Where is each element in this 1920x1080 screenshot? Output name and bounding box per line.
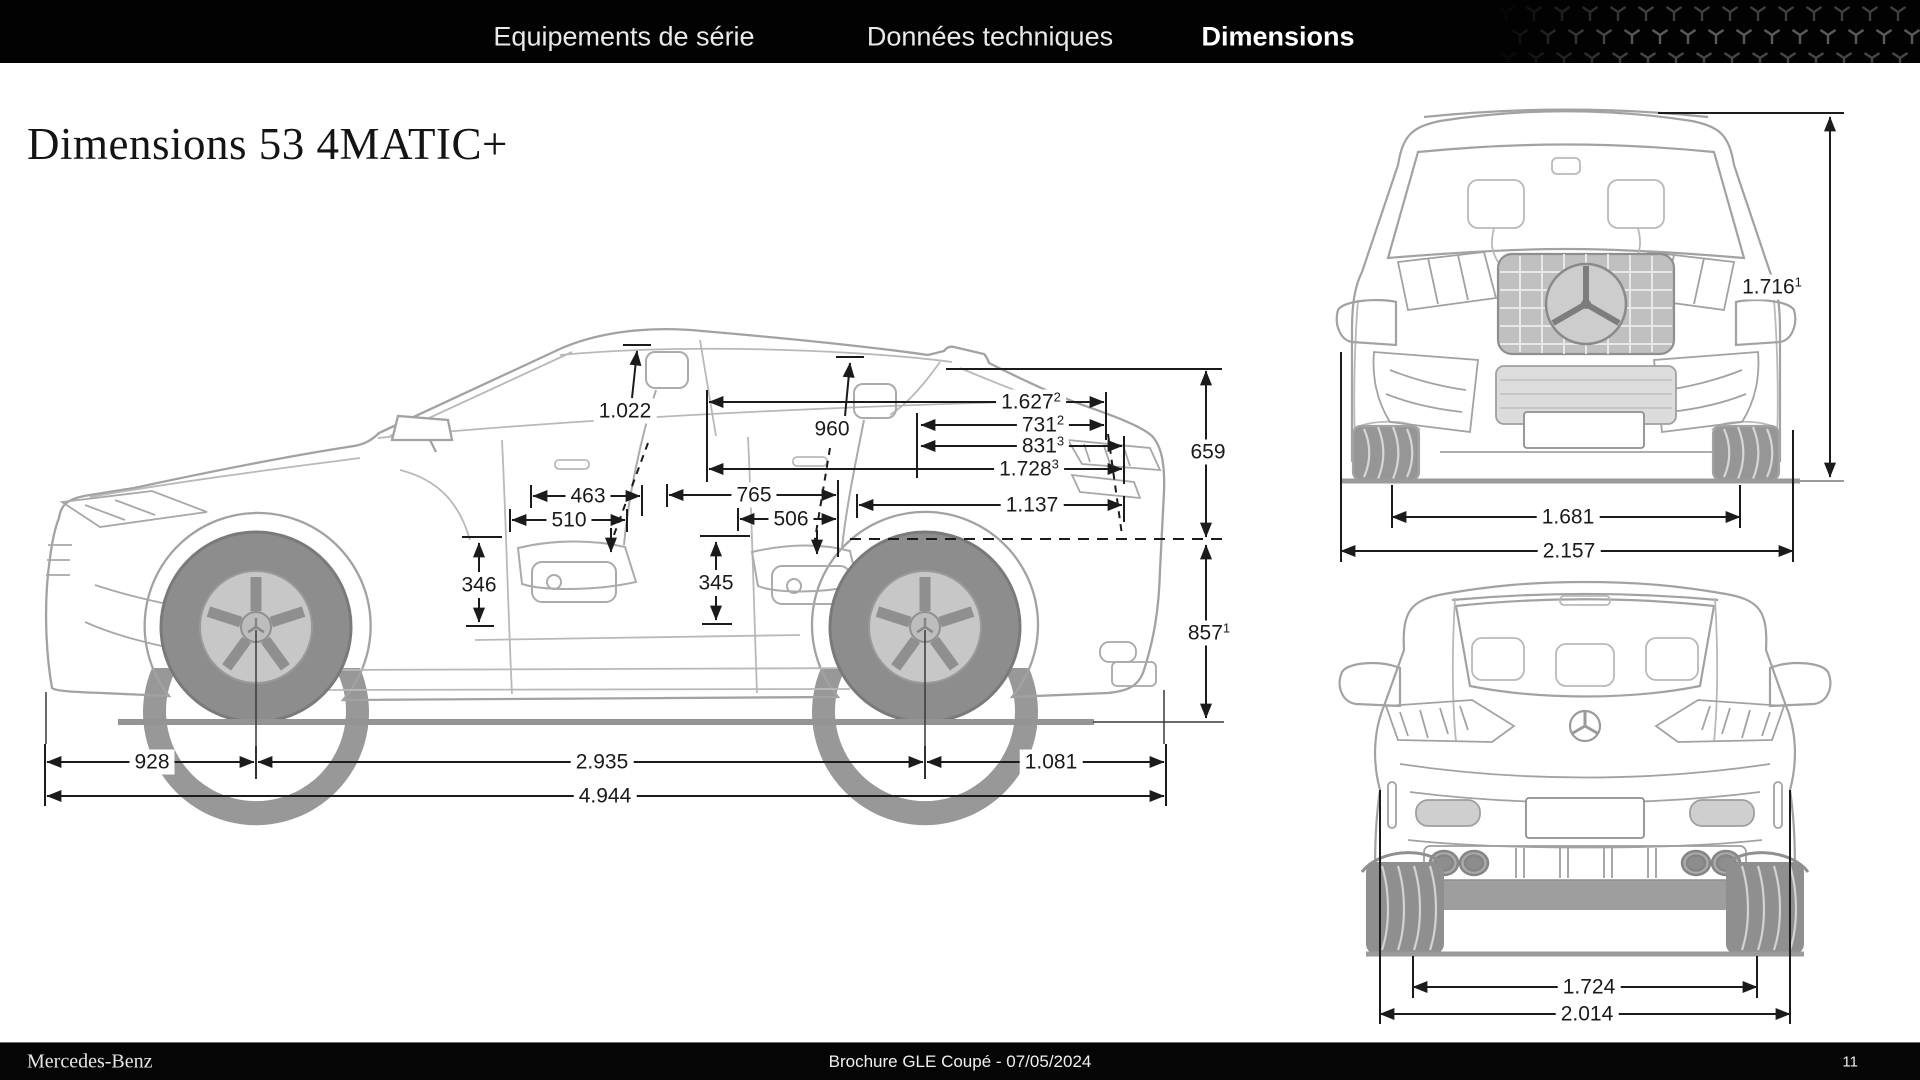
pattern-fade — [1478, 0, 1638, 63]
side-mirror — [390, 414, 454, 453]
footer-bar: Mercedes-Benz Brochure GLE Coupé - 07/05… — [0, 1042, 1920, 1080]
dim-label-1716: 1.7161 — [1737, 274, 1807, 300]
dim-label-928: 928 — [129, 749, 175, 775]
rear-license-plate — [1525, 797, 1645, 839]
wheel-arches — [142, 668, 1038, 826]
dim-label-1681: 1.681 — [1536, 504, 1600, 530]
dim-label-1728: 1.7283 — [994, 456, 1064, 482]
tab-equipements[interactable]: Equipements de série — [493, 21, 755, 52]
dim-label-506: 506 — [768, 506, 814, 532]
front-left-tire — [1351, 424, 1421, 482]
dim-label-346: 346 — [456, 572, 502, 598]
windshield — [1386, 143, 1746, 260]
rear-window — [1454, 598, 1716, 698]
front-license-plate — [1523, 411, 1645, 449]
front-seat — [516, 351, 689, 603]
dim-label-960: 960 — [809, 416, 855, 442]
brand-wordmark: Mercedes-Benz — [27, 1050, 153, 1073]
ground-lines — [118, 478, 1844, 957]
dim-label-2157: 2.157 — [1537, 538, 1601, 564]
top-nav-bar: Equipements de série Données techniques … — [0, 0, 1920, 63]
tab-donnees-techniques[interactable]: Données techniques — [866, 21, 1114, 52]
exhaust-tips — [1428, 849, 1742, 877]
front-view-car — [1335, 108, 1797, 482]
dim-label-765: 765 — [731, 482, 777, 508]
dim-label-831: 8313 — [1016, 433, 1070, 459]
page-title: Dimensions 53 4MATIC+ — [27, 119, 508, 170]
rear-mirrors — [1338, 661, 1832, 708]
dim-label-659: 659 — [1185, 439, 1231, 465]
dim-label-1724: 1.724 — [1557, 974, 1621, 1000]
tab-dimensions[interactable]: Dimensions — [1201, 21, 1355, 52]
dim-label-1081: 1.081 — [1019, 749, 1083, 775]
rear-tires — [1360, 851, 1810, 954]
dim-label-2935: 2.935 — [570, 749, 634, 775]
underbody — [1396, 880, 1774, 910]
dim-label-2014: 2.014 — [1555, 1001, 1619, 1027]
front-mirrors — [1335, 298, 1797, 347]
front-grille — [1496, 252, 1676, 356]
dim-label-510: 510 — [546, 507, 592, 533]
dim-label-345: 345 — [693, 570, 739, 596]
dim-label-4944: 4.944 — [573, 783, 637, 809]
front-bumper — [1372, 351, 1760, 453]
rear-taillights — [1384, 699, 1786, 743]
dim-label-1022: 1.022 — [593, 398, 657, 424]
document-name: Brochure GLE Coupé - 07/05/2024 — [828, 1052, 1092, 1071]
dim-label-1137: 1.137 — [1000, 492, 1064, 518]
side-silhouette — [44, 328, 1166, 702]
rear-view-car — [1338, 580, 1832, 954]
dim-label-463: 463 — [565, 483, 611, 509]
page-number: 11 — [1842, 1053, 1858, 1071]
rear-star-icon — [1568, 709, 1602, 743]
side-view-car — [44, 328, 1166, 826]
dim-label-857: 8571 — [1182, 620, 1236, 646]
dim-label-1627: 1.6272 — [996, 389, 1066, 415]
front-right-tire — [1711, 424, 1781, 482]
